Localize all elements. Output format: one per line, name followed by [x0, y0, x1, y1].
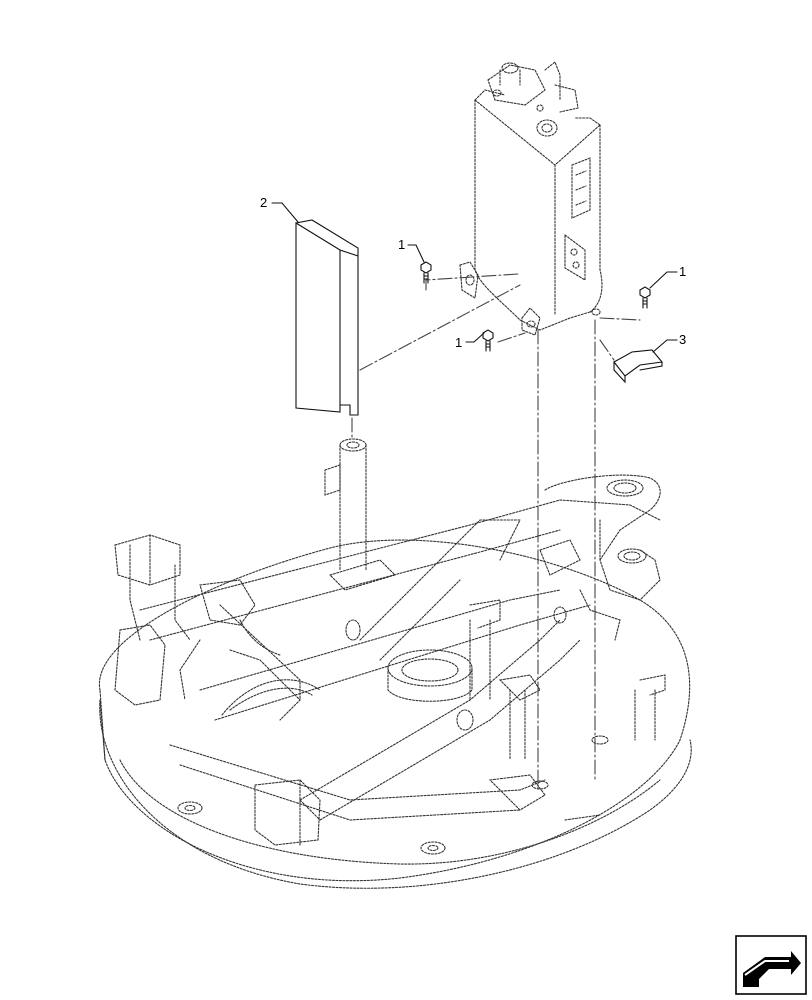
callout-3: 3 [679, 332, 686, 347]
assembly-center-lines [351, 273, 641, 791]
callout-1-top: 1 [398, 237, 405, 252]
callout-leaders [271, 202, 678, 353]
clamp-part [613, 349, 664, 384]
callout-1-center: 1 [455, 335, 462, 350]
revolving-frame [98, 438, 692, 889]
panel-part [295, 219, 359, 416]
arrow-navigation-icon [735, 935, 807, 995]
navigation-arrow-button[interactable] [735, 935, 807, 995]
callout-2: 2 [260, 195, 267, 210]
hydraulic-tank [459, 61, 603, 336]
callout-1-right: 1 [679, 264, 686, 279]
bolt-parts [420, 261, 651, 352]
